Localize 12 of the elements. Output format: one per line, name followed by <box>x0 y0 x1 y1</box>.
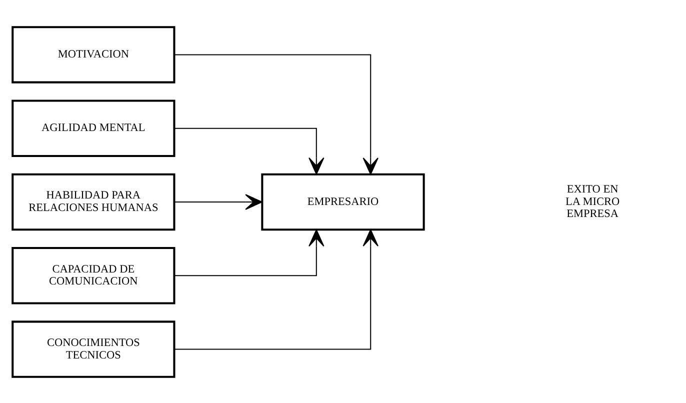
arrow <box>174 228 324 276</box>
arrow <box>174 228 378 350</box>
node-box: EMPRESARIO <box>261 172 425 230</box>
node-box: CAPACIDAD DE COMUNICACION <box>12 246 176 304</box>
arrow <box>174 194 262 210</box>
label: EXITO EN LA MICRO EMPRESA <box>566 183 620 220</box>
node-box: CONOCIMIENTOS TECNICOS <box>12 320 176 378</box>
node-box: MOTIVACION <box>12 26 176 83</box>
node-box: HABILIDAD PARA RELACIONES HUMANAS <box>12 172 176 230</box>
arrow <box>174 127 324 174</box>
arrow <box>174 54 378 174</box>
node-box: AGILIDAD MENTAL <box>12 99 176 156</box>
